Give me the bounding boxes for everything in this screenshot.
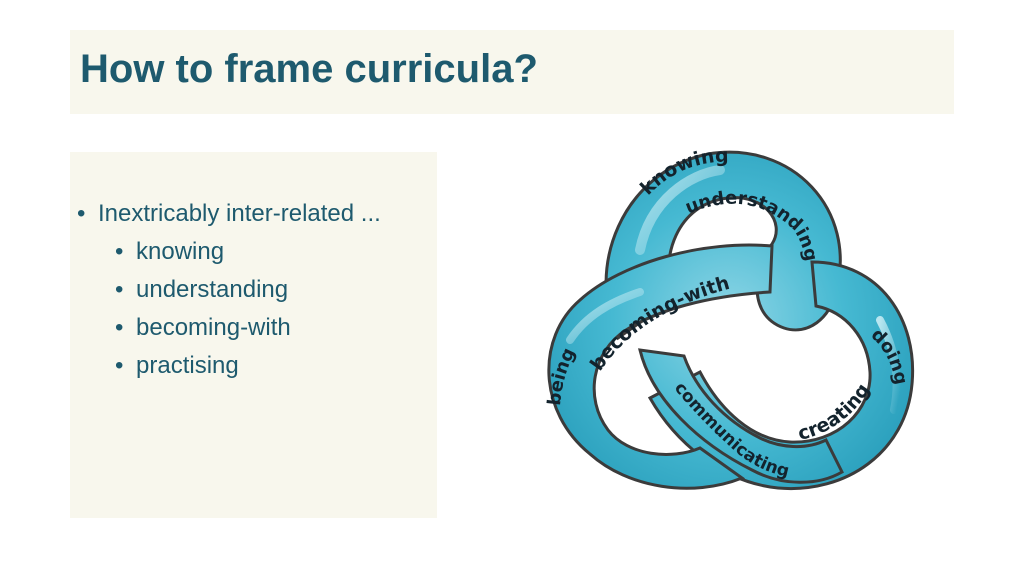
ring-highlight	[635, 165, 725, 255]
content-box: Inextricably inter-related ... knowing u…	[70, 152, 437, 518]
bullet-list: Inextricably inter-related ... knowing u…	[70, 195, 437, 385]
bullet-knowing: knowing	[70, 233, 437, 271]
bullet-main: Inextricably inter-related ...	[70, 195, 437, 233]
ring-communicating	[638, 348, 844, 484]
trefoil-knot-svg: knowing understanding becoming-with bein…	[544, 145, 915, 491]
trefoil-knot-diagram: knowing understanding becoming-with bein…	[520, 138, 940, 500]
knot-rings	[547, 150, 915, 491]
bullet-practising: practising	[70, 347, 437, 385]
bullet-becoming-with: becoming-with	[70, 309, 437, 347]
ring-highlight	[566, 288, 644, 344]
bullet-understanding: understanding	[70, 271, 437, 309]
title-bar: How to frame curricula?	[70, 30, 954, 114]
ring-highlight	[876, 316, 901, 414]
slide-title: How to frame curricula?	[80, 47, 538, 91]
